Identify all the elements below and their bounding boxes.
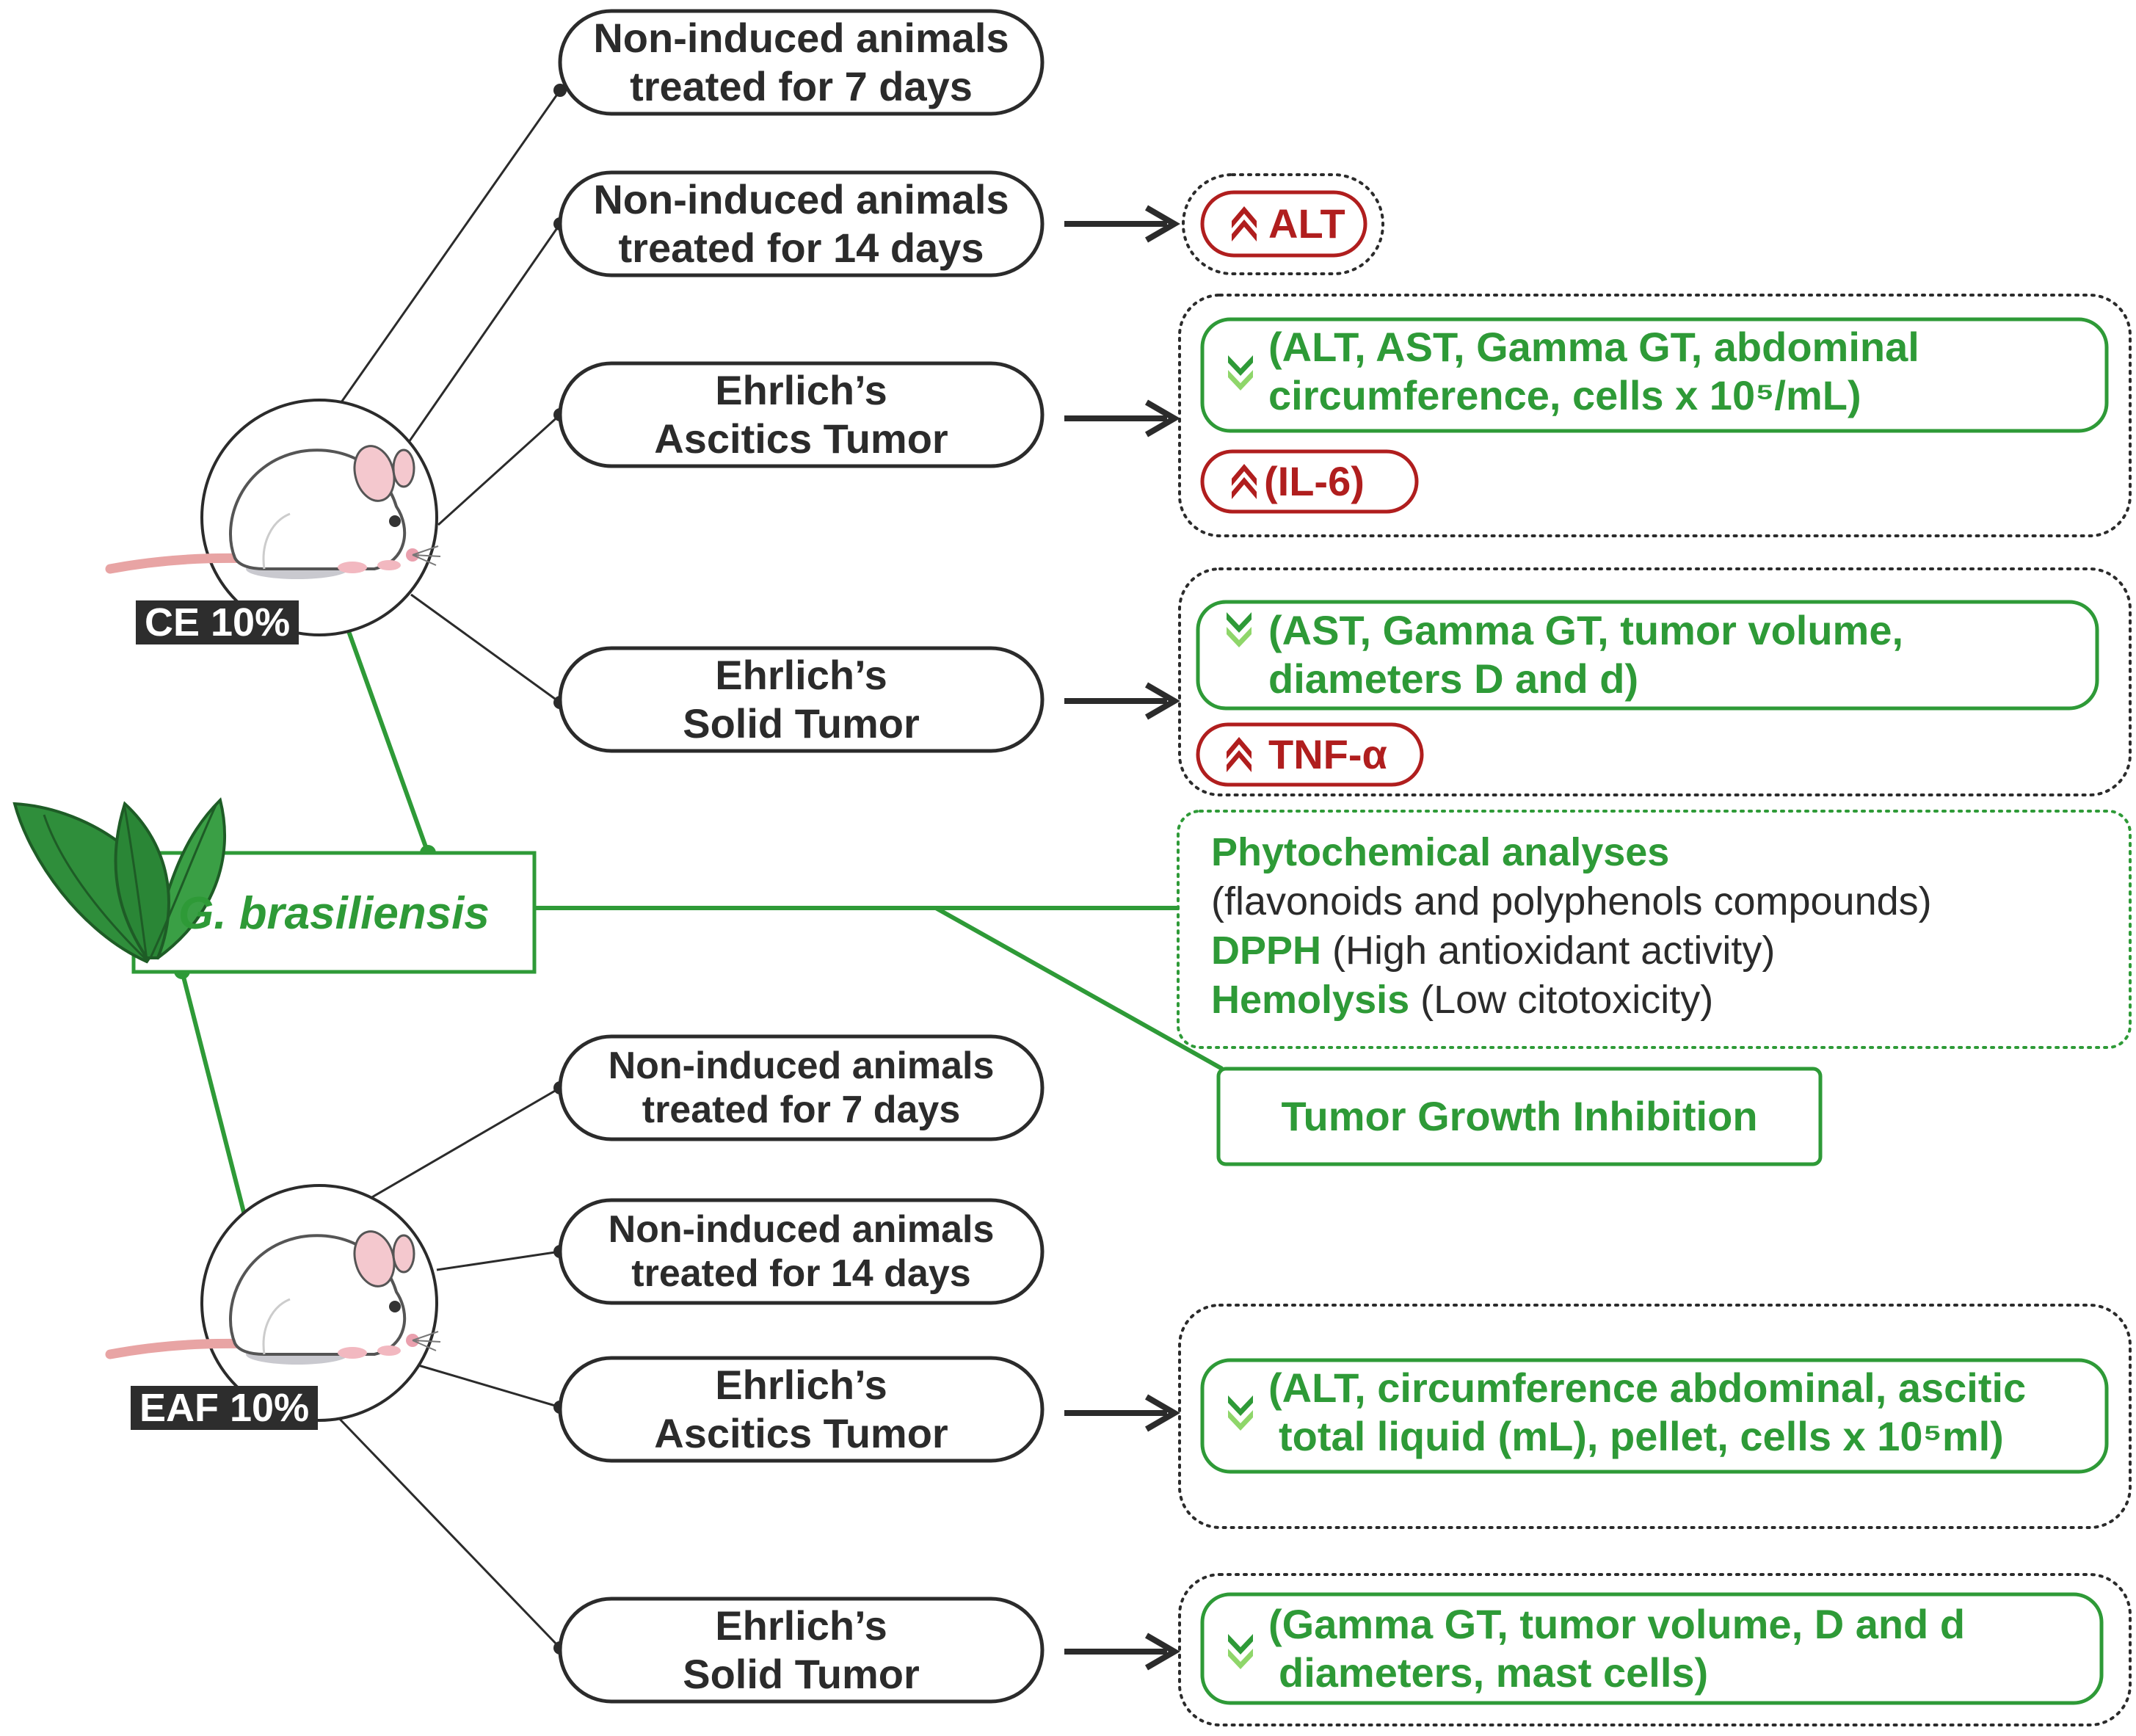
phytochemical-detail: (flavonoids and polyphenols compounds) (1211, 879, 1932, 923)
branch-label-eaf-ascitic: Ehrlich’s Ascitics Tumor (654, 1362, 948, 1456)
group-tag-ce: CE 10% (136, 600, 299, 644)
hemolysis-line: Hemolysis (Low citotoxicity) (1211, 978, 1714, 1022)
result-containers (1178, 173, 2132, 1726)
dpph-line: DPPH (High antioxidant activity) (1211, 929, 1776, 973)
eaf-ascitic-decreased-line-2: total liquid (mL), pellet, cells x 10⁵ml… (1279, 1413, 2004, 1459)
mouse-circle-eaf (110, 1184, 440, 1422)
leaves-icon (12, 797, 226, 964)
arrow-right-icon (1064, 1635, 1174, 1668)
eaf-solid-decreased-line-2: diameters, mast cells) (1279, 1649, 1709, 1696)
ce-ascitic-decreased-line-1: (ALT, AST, Gamma GT, abdominal (1268, 324, 1919, 370)
ce-14-days-increased: ALT (1268, 200, 1345, 247)
phytochemical-heading: Phytochemical analyses (1211, 830, 1670, 874)
ce-solid-decreased-line-1: (AST, Gamma GT, tumor volume, (1268, 607, 1904, 653)
branch-pills (558, 9, 1045, 1704)
mouse-circle-ce (110, 399, 440, 636)
result-pills (1196, 190, 2109, 1705)
branch-label-ce-solid: Ehrlich’s Solid Tumor (683, 652, 920, 747)
arrow-right-icon (1064, 402, 1174, 435)
branch-label-eaf-14-days: Non-induced animals treated for 14 days (608, 1208, 995, 1295)
plant-name: G. brasiliensis (178, 888, 490, 939)
arrow-right-icon (1064, 208, 1174, 240)
ce-solid-decreased-line-2: diameters D and d) (1268, 655, 1639, 702)
branch-label-eaf-solid: Ehrlich’s Solid Tumor (683, 1602, 920, 1697)
arrow-right-icon (1064, 1397, 1174, 1429)
plant-connectors (174, 630, 1224, 1216)
ce-solid-increased: TNF-α (1268, 731, 1387, 777)
branch-label-ce-7-days: Non-induced animals treated for 7 days (593, 15, 1009, 109)
phytochemical-box (1177, 810, 2132, 1049)
outcome-box (1216, 1067, 1823, 1166)
group-tag-eaf: EAF 10% (131, 1386, 319, 1430)
outcome-label: Tumor Growth Inhibition (1281, 1093, 1758, 1139)
eaf-ascitic-decreased-line-1: (ALT, circumference abdominal, ascitic (1268, 1365, 2027, 1411)
mouse-icon (110, 442, 440, 579)
branch-label-ce-14-days: Non-induced animals treated for 14 days (593, 176, 1009, 271)
mouse-icon (110, 1227, 440, 1365)
phytochemical-text: Phytochemical analyses (flavonoids and p… (1211, 828, 1932, 1025)
branch-label-ce-ascitic: Ehrlich’s Ascitics Tumor (654, 367, 948, 462)
arrow-right-icon (1064, 685, 1174, 717)
ce-ascitic-increased: (IL-6) (1264, 458, 1365, 504)
ce-connectors (336, 84, 567, 709)
ce-ascitic-decreased-line-2: circumference, cells x 10⁵/mL) (1268, 372, 1861, 418)
branch-label-eaf-7-days: Non-induced animals treated for 7 days (608, 1045, 995, 1131)
eaf-solid-decreased-line-1: (Gamma GT, tumor volume, D and d (1268, 1601, 1966, 1647)
